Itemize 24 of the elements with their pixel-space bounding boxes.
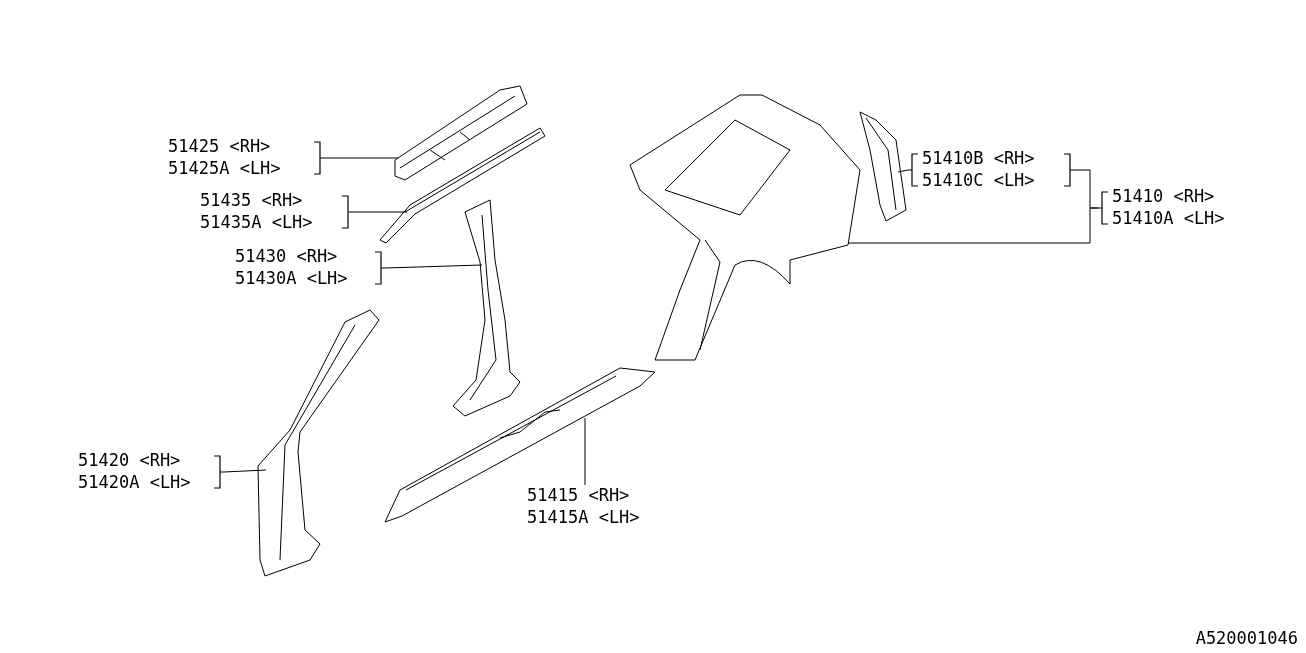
part-number: 51425A <LH> [168,158,281,178]
drawing-number: A520001046 [1195,628,1298,648]
part-number: 51410C <LH> [922,170,1035,190]
center-pillar-drawing [450,198,522,418]
leader-line [351,211,408,213]
part-number: 51435 <RH> [200,190,303,210]
part-number: 51420 <RH> [78,450,181,470]
part-number: 51430A <LH> [235,268,348,288]
part-number: 51415A <LH> [527,507,640,527]
front-pillar-drawing [255,308,381,578]
part-number: 51430 <RH> [235,246,338,266]
part-number: 51435A <LH> [200,212,313,232]
leader-line [223,469,267,473]
part-number: 51410B <RH> [922,148,1035,168]
leader-line [323,157,399,159]
leader-line [384,264,483,269]
part-number: 51420A <LH> [78,472,191,492]
part-number: 51415 <RH> [527,485,630,505]
part-number: 51425 <RH> [168,136,271,156]
leader-line [897,169,909,173]
leader-line [584,417,586,486]
part-number: 51410A <LH> [1112,208,1225,228]
part-number: 51410 <RH> [1112,186,1215,206]
leader-line [847,207,1099,244]
